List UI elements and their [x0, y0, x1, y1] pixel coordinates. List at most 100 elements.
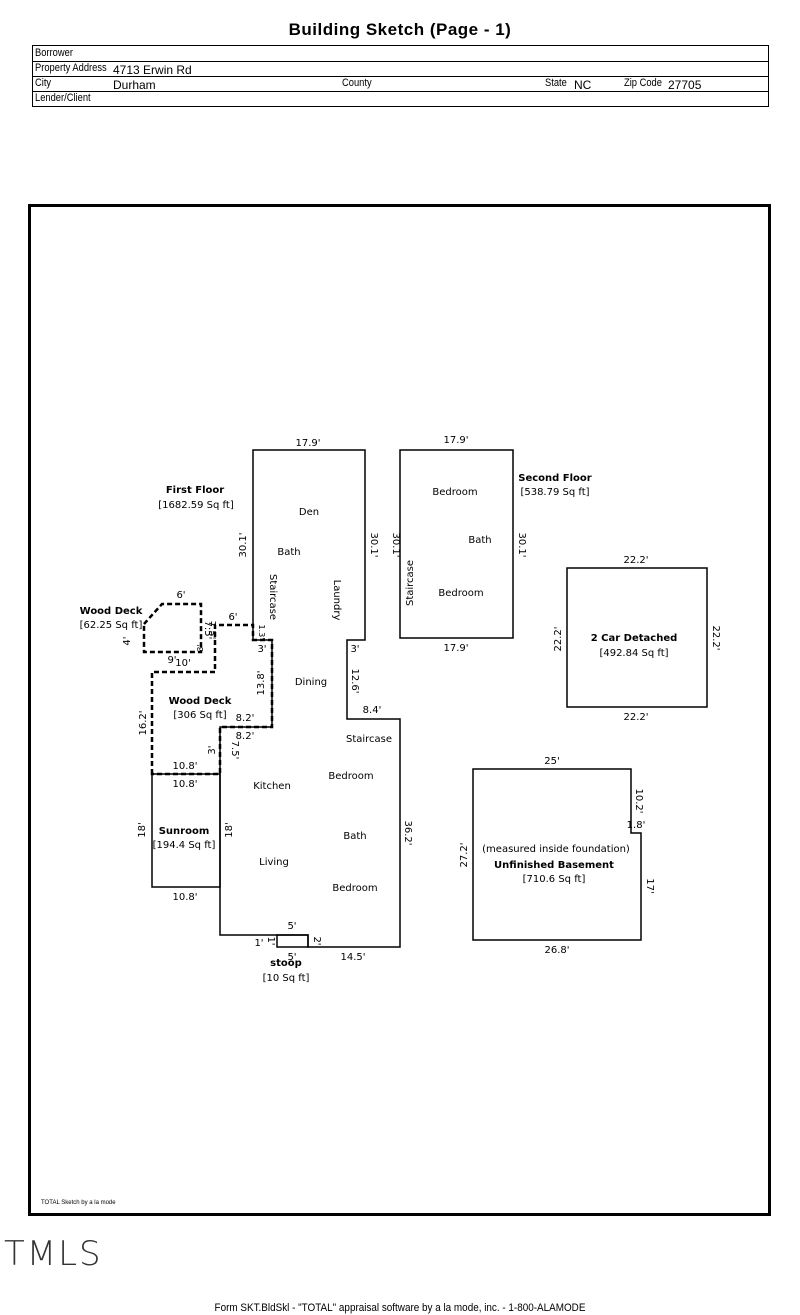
room-label: Bedroom [438, 588, 483, 599]
state-label: State [545, 77, 567, 89]
city-value: Durham [113, 78, 156, 92]
dimension-label: 36.2' [402, 820, 413, 845]
room-label: Bedroom [332, 883, 377, 894]
dimension-label: 13.8' [256, 670, 267, 695]
room-label: Staircase [346, 734, 392, 745]
sketch-frame [28, 204, 771, 1216]
basement-name: Unfinished Basement [494, 860, 614, 871]
dimension-label: 3' [196, 644, 205, 651]
dimension-label: 5' [287, 921, 296, 932]
form-footer: Form SKT.BldSkl - "TOTAL" appraisal soft… [214, 1302, 586, 1314]
dimension-label: 10.2' [633, 788, 644, 813]
city-row: City Durham County State NC Zip Code 277… [33, 76, 768, 92]
dimension-label: 14.5' [340, 952, 365, 963]
county-label: County [342, 77, 372, 89]
dimension-label: 3' [257, 644, 266, 655]
dimension-label: 30.1' [368, 532, 379, 557]
dimension-label: 22.2' [623, 712, 648, 723]
zip-label: Zip Code [624, 77, 662, 89]
dimension-label: 16.2' [138, 710, 149, 735]
room-label: Bedroom [328, 771, 373, 782]
dimension-label: 10.8' [172, 761, 197, 772]
dimension-label: 30.1' [516, 532, 527, 557]
first-floor-name: First Floor [166, 485, 224, 496]
dimension-label: 10.8' [172, 892, 197, 903]
basement-area: [710.6 Sq ft] [523, 874, 586, 885]
garage-outline [566, 567, 708, 708]
dimension-label: 6' [228, 612, 237, 623]
dimension-label: 17.9' [443, 643, 468, 654]
lender-label: Lender/Client [35, 92, 91, 104]
property-info-table: Borrower Property Address 4713 Erwin Rd … [32, 45, 769, 107]
room-label: Staircase [267, 574, 278, 620]
page-title: Building Sketch (Page - 1) [288, 20, 512, 39]
dimension-label: 22.2' [623, 555, 648, 566]
dimension-label: 4' [122, 636, 133, 645]
sunroom-area: [194.4 Sq ft] [153, 840, 216, 851]
borrower-row: Borrower [33, 46, 768, 62]
dimension-label: 3' [207, 745, 218, 754]
room-label: Bedroom [432, 487, 477, 498]
wood-deck-area: [306 Sq ft] [173, 710, 226, 721]
state-value: NC [574, 78, 592, 92]
dimension-label: 6' [176, 590, 185, 601]
dimension-label: 1' [254, 938, 263, 949]
basement-note: (measured inside foundation) [482, 844, 630, 855]
basement-outline [472, 768, 642, 941]
room-label: Living [259, 857, 289, 868]
garage-area: [492.84 Sq ft] [599, 648, 668, 659]
dimension-label: 26.8' [544, 945, 569, 956]
garage-name: 2 Car Detached [591, 633, 678, 644]
wood-deck-outline [150, 623, 274, 776]
tmls-logo: TMLS [4, 1234, 103, 1274]
dimension-label: 1.3' [257, 625, 266, 640]
room-label: Laundry [331, 580, 342, 621]
dimension-label: 30.1' [390, 532, 401, 557]
room-label: Dining [295, 677, 327, 688]
borrower-label: Borrower [35, 47, 73, 59]
dimension-label: 2' [311, 936, 322, 945]
dimension-label: 17.9' [443, 435, 468, 446]
dimension-label: 3' [350, 644, 359, 655]
lender-row: Lender/Client [33, 91, 768, 106]
second-floor-area: [538.79 Sq ft] [520, 487, 589, 498]
room-label: Bath [468, 535, 491, 546]
dimension-label: 27.2' [459, 842, 470, 867]
dimension-label: 9' [167, 655, 176, 666]
dimension-label: 7.5' [206, 621, 217, 640]
dimension-label: 22.2' [553, 626, 564, 651]
second-floor-name: Second Floor [518, 473, 592, 484]
address-value: 4713 Erwin Rd [113, 63, 192, 77]
dimension-label: 17.9' [295, 438, 320, 449]
dimension-label: 18' [224, 822, 235, 837]
zip-value: 27705 [668, 78, 702, 92]
dimension-label: 10' [175, 658, 190, 669]
address-label: Property Address [35, 62, 107, 74]
dimension-label: 8.2' [236, 713, 255, 724]
first-floor-outline [219, 449, 401, 948]
stoop-name: stoop [270, 958, 302, 969]
dimension-label: 10.8' [172, 779, 197, 790]
room-label: Bath [343, 831, 366, 842]
wood-deck-name: Wood Deck [169, 696, 232, 707]
first-floor-area: [1682.59 Sq ft] [158, 500, 234, 511]
dimension-label: 5' [287, 952, 296, 963]
dimension-label: 8.4' [363, 705, 382, 716]
sketch-credit: TOTAL Sketch by a la mode [41, 1200, 116, 1206]
wood-deck-small-outline [142, 602, 203, 654]
dimension-label: 22.2' [710, 625, 721, 650]
stoop-outline [276, 934, 309, 948]
dimension-label: 7.5' [202, 621, 213, 640]
dimension-label: 12.6' [349, 668, 360, 693]
room-label: Den [299, 507, 319, 518]
address-row: Property Address 4713 Erwin Rd [33, 61, 768, 77]
wood-deck-small-area: [62.25 Sq ft] [80, 620, 143, 631]
dimension-label: 18' [137, 822, 148, 837]
dimension-label: 25' [544, 756, 559, 767]
sunroom-name: Sunroom [159, 826, 210, 837]
room-label: Staircase [405, 560, 416, 606]
stoop-area: [10 Sq ft] [263, 973, 310, 984]
dimension-label: 1.8' [627, 820, 646, 831]
room-label: Kitchen [253, 781, 291, 792]
